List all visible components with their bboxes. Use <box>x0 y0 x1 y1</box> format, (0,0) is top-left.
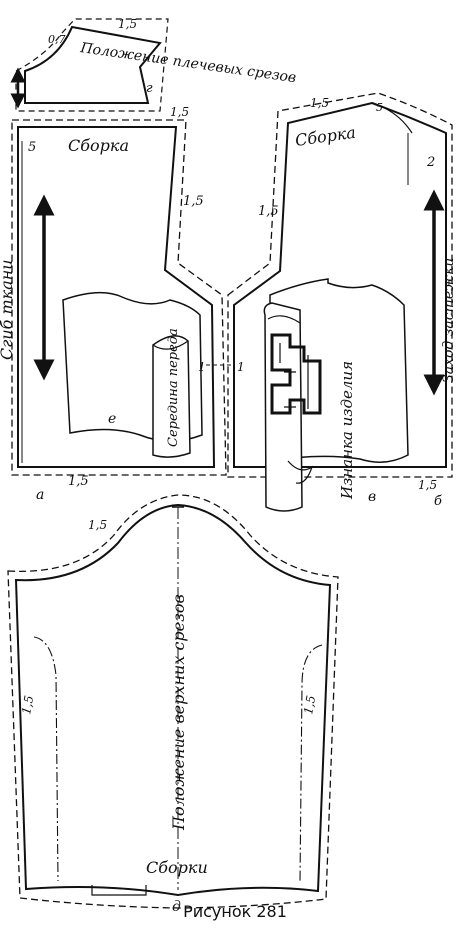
shoulder-piece-outline <box>24 25 162 104</box>
sleeve-bottom-mark <box>91 885 147 896</box>
gather-sleeve-label: Сборки <box>146 858 208 877</box>
allowance-top-small: 1,5 <box>118 17 137 31</box>
allowance-mid-front: 1,5 <box>183 194 204 209</box>
gather-back-label: Сборка <box>294 123 357 150</box>
back-piece <box>227 92 453 512</box>
mark-1b: 1 <box>237 360 245 374</box>
back-fabric-sheet <box>269 278 409 463</box>
sleeve-piece <box>7 494 339 909</box>
gather-front-label: Сборка <box>68 136 129 155</box>
back-neck-line <box>371 102 413 134</box>
shoulder-position-label: Положение плечевых срезов <box>78 40 297 86</box>
allowance-top-front: 1,5 <box>170 105 189 119</box>
letter-g: г <box>146 81 153 96</box>
sleeve-outline <box>14 503 332 897</box>
shoulder-piece <box>10 18 169 112</box>
num-2: 2 <box>426 155 435 170</box>
allowance-sleeve-right: 1,5 <box>301 694 318 715</box>
allowance-mid-back: 1,5 <box>258 204 279 219</box>
center-front-label: Середина переда <box>166 328 181 447</box>
closure-overlap-label: Заход застежки <box>441 258 457 383</box>
wrong-side-roll-curl <box>267 315 314 484</box>
fold-label: Сгиб ткани <box>0 259 16 360</box>
sleeve-left-seam <box>33 636 59 882</box>
allowance-top-back: 1,5 <box>310 96 329 110</box>
allowance-sleeve-left: 1,5 <box>19 694 36 715</box>
wrong-side-roll <box>263 302 303 512</box>
front-piece <box>11 119 227 476</box>
front-piece-outline <box>17 126 216 468</box>
sleeve-right-seam <box>299 644 323 882</box>
allowance-sleeve-top: 1,5 <box>88 518 107 532</box>
upper-cut-position-label: Положение верхних срезов <box>169 594 188 831</box>
mark-1a: 1 <box>198 360 206 374</box>
sleeve-cut-line <box>7 494 339 909</box>
fastening-loops-inner <box>279 343 309 409</box>
back-piece-outline <box>233 101 447 468</box>
letter-v: в <box>368 489 376 505</box>
num-5-back: 5 <box>376 101 383 114</box>
shoulder-piece-cut-line <box>15 18 169 112</box>
allowance-07: 0,7 <box>48 33 66 46</box>
allowance-bottom-back: 1,5 <box>418 478 437 492</box>
wrong-side-label: Изнанка изделия <box>338 361 356 500</box>
front-piece-cut-line <box>11 119 227 476</box>
num-5-front: 5 <box>28 140 36 155</box>
figure-caption: Рисунок 281 <box>183 902 287 921</box>
letter-d: д <box>172 899 181 915</box>
letter-a: а <box>36 487 44 503</box>
allowance-bottom-front: 1,5 <box>68 474 89 489</box>
back-piece-cut-line <box>227 92 453 478</box>
fastening-loops <box>270 333 322 415</box>
letter-b: б <box>434 494 442 509</box>
letter-e: е <box>108 411 116 427</box>
center-front-fold <box>152 335 191 458</box>
center-front-fold-curl <box>152 340 189 350</box>
